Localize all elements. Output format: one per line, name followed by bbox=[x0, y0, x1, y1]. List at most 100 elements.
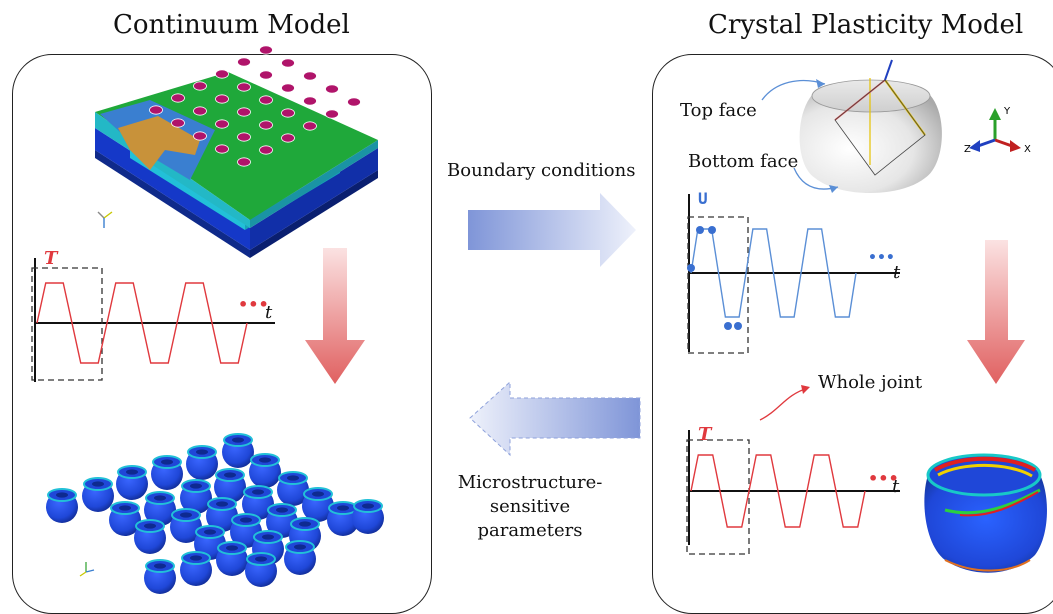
pcb-pad-group bbox=[149, 45, 361, 167]
disp-wave-x-label: t bbox=[893, 262, 901, 283]
disp-wave-ellipsis: ••• bbox=[868, 250, 895, 266]
bottom-face-label: Bottom face bbox=[688, 151, 799, 172]
disp-wave-highlight-box bbox=[687, 216, 749, 354]
pcb-mid-slab-side bbox=[250, 148, 378, 250]
pcb-pad bbox=[237, 82, 251, 92]
solder-ball bbox=[82, 477, 114, 512]
pcb-pad bbox=[215, 69, 229, 79]
pcb-pad bbox=[259, 120, 273, 130]
displacement-wave-line bbox=[690, 228, 857, 318]
pcb-pad bbox=[215, 94, 229, 104]
solder-ball bbox=[230, 513, 262, 548]
grain-box bbox=[834, 79, 926, 176]
solder-ball bbox=[180, 551, 212, 586]
contour-yellow-band bbox=[937, 463, 1033, 478]
solder-ball bbox=[180, 479, 212, 514]
whole-joint-label: Whole joint bbox=[818, 372, 923, 393]
pcb-top-plate-edge-side bbox=[250, 140, 378, 228]
right-wave-x-label: t bbox=[892, 476, 900, 497]
left-temperature-wave-line bbox=[36, 282, 248, 364]
left-wave-x-label: t bbox=[265, 302, 273, 323]
pcb-bottom-slab-front bbox=[95, 150, 250, 258]
pcb-pad bbox=[259, 45, 273, 55]
pcb-pad bbox=[193, 81, 207, 91]
contour-green-band bbox=[944, 488, 1041, 515]
pcb-pad bbox=[193, 106, 207, 116]
contour-body bbox=[924, 475, 1047, 573]
solder-axis-triad bbox=[79, 562, 95, 577]
boundary-conditions-label: Boundary conditions bbox=[447, 160, 636, 181]
contour-bottom-band bbox=[944, 559, 1031, 572]
solder-ball bbox=[302, 487, 334, 522]
solder-ball bbox=[186, 445, 218, 480]
triad-z-label: Z bbox=[964, 144, 971, 155]
contour-red-band bbox=[933, 456, 1037, 472]
pcb-pad bbox=[171, 93, 185, 103]
disp-point-3 bbox=[708, 226, 716, 234]
pcb-bottom-slab-side bbox=[250, 170, 378, 258]
solder-ball bbox=[266, 503, 298, 538]
pcb-pad bbox=[215, 119, 229, 129]
solder-ball bbox=[216, 541, 248, 576]
microstructure-parameters-label: Microstructure- sensitive parameters bbox=[455, 471, 605, 543]
solder-ball bbox=[170, 508, 202, 543]
left-wave-y-label: T bbox=[44, 248, 59, 269]
bottom-face-pointer-head bbox=[829, 185, 838, 193]
solder-ball bbox=[134, 519, 166, 554]
solder-ball bbox=[352, 499, 384, 534]
solder-ball bbox=[144, 491, 176, 526]
pcb-pad bbox=[171, 118, 185, 128]
solder-ball bbox=[116, 465, 148, 500]
pcb-pad bbox=[303, 71, 317, 81]
pcb-pad bbox=[347, 97, 361, 107]
pcb-pad bbox=[237, 57, 251, 67]
solder-ball bbox=[327, 501, 359, 536]
pcb-cyan-layer-front bbox=[130, 150, 245, 230]
solder-ball bbox=[277, 471, 309, 506]
microstructure-label-line-1: Microstructure- bbox=[457, 472, 603, 493]
contour-red-streak bbox=[959, 491, 1039, 517]
pcb-pad bbox=[259, 70, 273, 80]
solder-ball bbox=[151, 455, 183, 490]
solder-ball bbox=[109, 501, 141, 536]
solder-ball bbox=[245, 552, 277, 587]
pcb-pad bbox=[259, 95, 273, 105]
pcb-pad bbox=[193, 131, 207, 141]
microstructure-label-line-2: sensitive bbox=[489, 496, 571, 517]
joint-top-face bbox=[811, 79, 931, 113]
left-wave-highlight-box bbox=[31, 267, 103, 381]
solder-ball bbox=[206, 497, 238, 532]
solder-ball bbox=[242, 485, 274, 520]
pcb-pad bbox=[303, 121, 317, 131]
microstructure-label-line-3: parameters bbox=[477, 520, 583, 541]
continuum-model-title: Continuum Model bbox=[113, 10, 350, 40]
grain-axis-blue bbox=[884, 59, 893, 81]
right-wave-y-label: T bbox=[698, 424, 713, 445]
disp-point-2 bbox=[696, 226, 704, 234]
triad-y-label: Y bbox=[1003, 106, 1011, 117]
disp-point-5 bbox=[734, 322, 742, 330]
right-wave-ellipsis: ••• bbox=[868, 469, 899, 488]
right-wave-highlight-box bbox=[686, 439, 750, 555]
pcb-pad bbox=[215, 144, 229, 154]
top-face-label: Top face bbox=[680, 100, 757, 121]
crystal-plasticity-model-title: Crystal Plasticity Model bbox=[708, 10, 1024, 40]
right-temperature-wave-line bbox=[690, 454, 866, 528]
pcb-pad bbox=[281, 83, 295, 93]
pcb-pad bbox=[303, 96, 317, 106]
pcb-pad bbox=[281, 58, 295, 68]
disp-point-1 bbox=[687, 264, 695, 272]
contour-top-ring bbox=[926, 453, 1042, 497]
triad-x-label: X bbox=[1024, 144, 1031, 155]
pcb-pad bbox=[281, 133, 295, 143]
solder-ball bbox=[46, 488, 78, 523]
top-face-pointer-head bbox=[816, 79, 825, 88]
pcb-copper-trace bbox=[118, 116, 200, 170]
